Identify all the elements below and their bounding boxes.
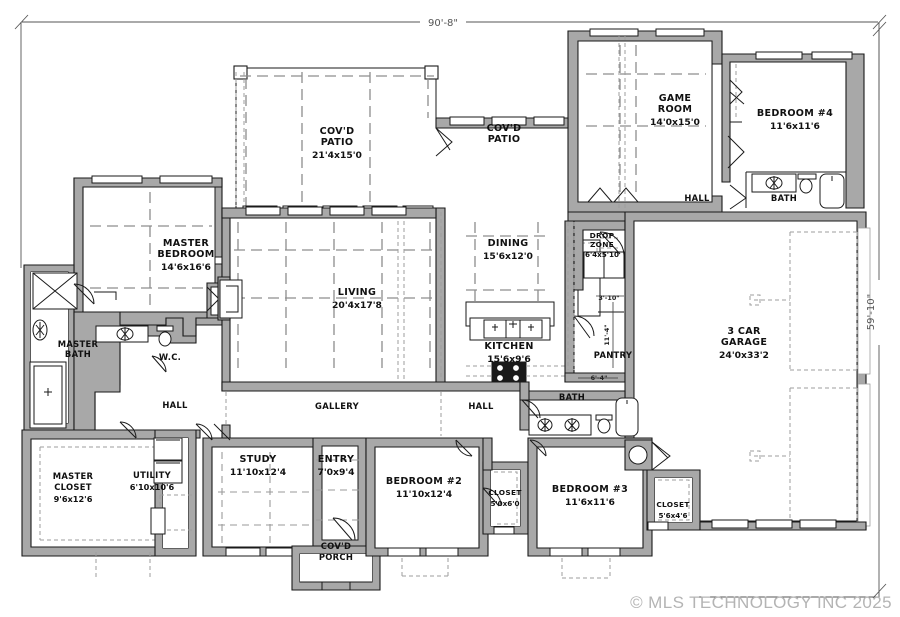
room-living [217,205,437,392]
room-master-bath [23,264,223,431]
room-drop-zone [573,220,626,291]
label-closet-3: CLOSET [656,500,689,509]
room-bath-center [519,390,639,437]
label-master-closet: MASTER [53,471,94,481]
dim-pantry-width: 6'-4" [591,374,608,382]
svg-text:11'6x11'6: 11'6x11'6 [565,497,615,508]
svg-text:20'4x17'8: 20'4x17'8 [332,300,382,311]
svg-text:9'6x12'6: 9'6x12'6 [54,494,93,504]
interior-dimension-labels: 3'-10" 11'-4" 6'-4" [591,294,620,382]
svg-text:15'6x9'6: 15'6x9'6 [487,354,531,365]
svg-text:ZONE: ZONE [590,240,614,249]
label-covd-patio-rear: COV'D [487,123,522,134]
room-closet-2 [482,461,529,535]
label-bath-center: BATH [559,392,585,402]
bottom-exterior-wall [699,519,867,531]
svg-text:BEDROOM: BEDROOM [157,249,214,260]
room-entry [312,437,367,547]
room-closet-3 [646,469,701,531]
label-game-room: GAME [659,93,692,104]
label-entry: ENTRY [318,454,355,465]
svg-text:CLOSET: CLOSET [54,482,92,492]
room-kitchen [465,301,570,385]
svg-text:11'6x11'6: 11'6x11'6 [770,121,820,132]
svg-text:ROOM: ROOM [658,104,692,115]
label-covd-porch: COV'D [321,541,352,551]
svg-text:GARAGE: GARAGE [721,337,767,348]
room-study [195,423,323,557]
label-master-bedroom: MASTER [163,238,209,249]
room-labels: COV'D PATIO 21'4x15'0 COV'D PATIO GAME R… [53,93,833,562]
svg-text:14'0x15'0: 14'0x15'0 [650,117,700,128]
room-master-closet [21,421,181,578]
watermark-text: © MLS TECHNOLOGY INC 2025 [630,593,892,612]
interior-wall-stubs [225,36,626,471]
svg-text:6'4x5'10: 6'4x5'10 [585,250,619,259]
svg-text:5'0x6'0: 5'0x6'0 [490,499,519,508]
label-hall-center: HALL [468,401,494,411]
dim-pantry-height: 11'-4" [603,324,611,345]
room-bedroom-2 [365,437,489,577]
label-hall-upper: HALL [684,193,710,203]
label-bedroom-4: BEDROOM #4 [757,108,833,119]
svg-text:PATIO: PATIO [488,134,521,145]
svg-text:7'0x9'4: 7'0x9'4 [317,467,354,478]
label-living: LIVING [338,287,376,298]
label-pantry: PANTRY [594,350,633,360]
room-dining [466,222,548,340]
label-utility: UTILITY [133,470,172,480]
label-garage: 3 CAR [727,326,761,337]
label-gallery: GALLERY [315,401,360,411]
dim-pantry-depth: 3'-10" [598,294,619,302]
label-study: STUDY [240,454,278,465]
label-water-closet: W.C. [159,352,181,362]
svg-text:BATH: BATH [65,349,91,359]
water-heater-nook [624,439,671,471]
svg-text:PATIO: PATIO [321,137,354,148]
label-hall-left: HALL [162,400,188,410]
overall-width-dimension: 90'-8" [428,18,458,29]
label-bedroom-2: BEDROOM #2 [386,476,462,487]
label-dining: DINING [488,238,529,249]
svg-text:21'4x15'0: 21'4x15'0 [312,150,362,161]
svg-text:11'10x12'4: 11'10x12'4 [230,467,286,478]
room-game-room [567,28,723,213]
patio-header-wall [221,116,569,219]
svg-text:24'0x33'2: 24'0x33'2 [719,350,769,361]
label-kitchen: KITCHEN [484,341,533,352]
svg-text:11'10x12'4: 11'10x12'4 [396,489,452,500]
label-bath-upper: BATH [771,193,797,203]
label-drop-zone: DROP [590,231,615,240]
label-closet-2: CLOSET [488,488,521,497]
room-bath-upper [729,171,847,210]
label-covd-patio-main: COV'D [320,126,355,137]
room-master-bedroom [73,175,224,320]
svg-text:5'6x4'6: 5'6x4'6 [658,511,687,520]
svg-text:6'10x10'6: 6'10x10'6 [130,482,175,492]
label-master-bath: MASTER [58,339,99,349]
svg-text:14'6x16'6: 14'6x16'6 [161,262,211,273]
svg-text:15'6x12'0: 15'6x12'0 [483,251,533,262]
label-bedroom-3: BEDROOM #3 [552,484,628,495]
overall-dimension-right [690,21,887,599]
overall-height-dimension: 59'-10" [866,294,877,330]
room-utility [150,429,197,557]
room-covd-patio-main [233,65,439,208]
room-bedroom-4 [721,51,865,209]
svg-text:PORCH: PORCH [319,552,353,562]
